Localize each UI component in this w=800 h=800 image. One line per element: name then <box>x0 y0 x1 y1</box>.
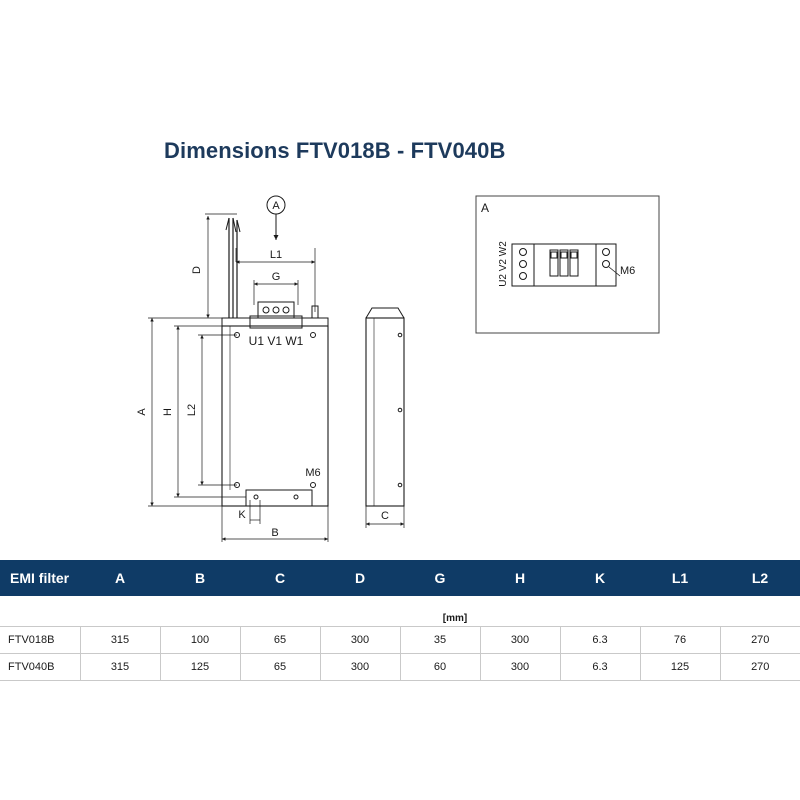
side-view <box>365 307 405 528</box>
cell: 300 <box>480 626 561 654</box>
label-c: C <box>381 510 389 522</box>
cell: 315 <box>80 626 161 654</box>
detail-ground-screw <box>602 260 610 268</box>
terminal-w1 <box>282 306 290 314</box>
label-l1: L1 <box>270 249 282 261</box>
table-row: FTV040B 315 125 65 300 60 300 6.3 125 27… <box>0 653 800 681</box>
unit-label: [mm] <box>0 602 800 627</box>
bracket-hole-right <box>293 494 299 500</box>
label-d: D <box>191 266 203 274</box>
front-view <box>148 195 329 542</box>
hole-bottom-right <box>310 482 316 488</box>
detail-terminals-label: U2 V2 W2 <box>498 241 509 287</box>
header-g: G <box>400 560 480 596</box>
label-a: A <box>136 408 148 416</box>
detail-terminal-1-top <box>550 251 558 259</box>
cell: 125 <box>160 653 241 681</box>
cell: 125 <box>640 653 721 681</box>
dimensions-table: EMI filter A B C D G H K L1 L2 [mm] FTV0… <box>0 560 800 681</box>
terminal-base <box>249 315 303 329</box>
detail-label: A <box>481 201 489 215</box>
cell: 270 <box>720 626 800 654</box>
detail-screw-w2 <box>519 272 527 280</box>
terminal-u1 <box>262 306 270 314</box>
detail-terminal-2 <box>559 249 569 277</box>
cell: 270 <box>720 653 800 681</box>
unit-row: [mm] <box>0 602 800 627</box>
cell-model: FTV018B <box>0 626 81 654</box>
header-emi-filter: EMI filter <box>0 560 80 596</box>
header-h: H <box>480 560 560 596</box>
label-m6: M6 <box>305 467 320 479</box>
header-l2: L2 <box>720 560 800 596</box>
label-k: K <box>238 509 246 521</box>
header-l1: L1 <box>640 560 720 596</box>
table-row: FTV018B 315 100 65 300 35 300 6.3 76 270 <box>0 626 800 654</box>
page-title: Dimensions FTV018B - FTV040B <box>164 138 506 163</box>
ground-stud <box>311 305 319 319</box>
cell: 65 <box>240 626 321 654</box>
header-d: D <box>320 560 400 596</box>
header-a: A <box>80 560 160 596</box>
detail-view <box>475 195 660 334</box>
detail-terminal-3-top <box>570 251 578 259</box>
cell: 100 <box>160 626 241 654</box>
side-hole-3 <box>397 482 403 488</box>
filter-body <box>221 325 329 507</box>
cell: 35 <box>400 626 481 654</box>
side-body <box>365 317 405 507</box>
hole-top-right <box>310 332 316 338</box>
dimension-drawing: A D L1 G U1 V1 W1 A H L2 M6 K B C <box>136 195 660 542</box>
header-k: K <box>560 560 640 596</box>
cell: 300 <box>320 626 401 654</box>
detail-frame <box>475 195 660 334</box>
cell: 65 <box>240 653 321 681</box>
detail-m6-leader <box>608 266 621 277</box>
top-flange <box>221 317 329 327</box>
detail-screw-u2 <box>519 248 527 256</box>
detail-m6-label: M6 <box>620 265 635 277</box>
cell: 60 <box>400 653 481 681</box>
cell: 76 <box>640 626 721 654</box>
table-header-row: EMI filter A B C D G H K L1 L2 <box>0 560 800 596</box>
header-c: C <box>240 560 320 596</box>
detail-terminal-1 <box>549 249 559 277</box>
side-hole-2 <box>397 407 403 413</box>
cell: 300 <box>320 653 401 681</box>
cell: 6.3 <box>560 653 641 681</box>
side-top-cap <box>365 307 405 319</box>
cell: 300 <box>480 653 561 681</box>
label-h: H <box>162 408 174 416</box>
cell-model: FTV040B <box>0 653 81 681</box>
cell: 6.3 <box>560 626 641 654</box>
cell: 315 <box>80 653 161 681</box>
cable-4 <box>225 217 241 233</box>
header-b: B <box>160 560 240 596</box>
side-hole-1 <box>397 332 403 338</box>
label-b: B <box>271 527 278 539</box>
detail-terminal-3 <box>569 249 579 277</box>
detail-screw-v2 <box>519 260 527 268</box>
label-l2: L2 <box>186 404 198 416</box>
terminal-v1 <box>272 306 280 314</box>
detail-terminal-2-top <box>560 251 568 259</box>
label-terminals: U1 V1 W1 <box>249 334 304 348</box>
callout-label: A <box>272 200 280 212</box>
detail-terminal-body <box>511 243 617 287</box>
bracket-hole-left <box>253 494 259 500</box>
bottom-bracket <box>245 489 313 507</box>
label-g: G <box>272 271 281 283</box>
detail-ground-symbol <box>602 248 610 256</box>
